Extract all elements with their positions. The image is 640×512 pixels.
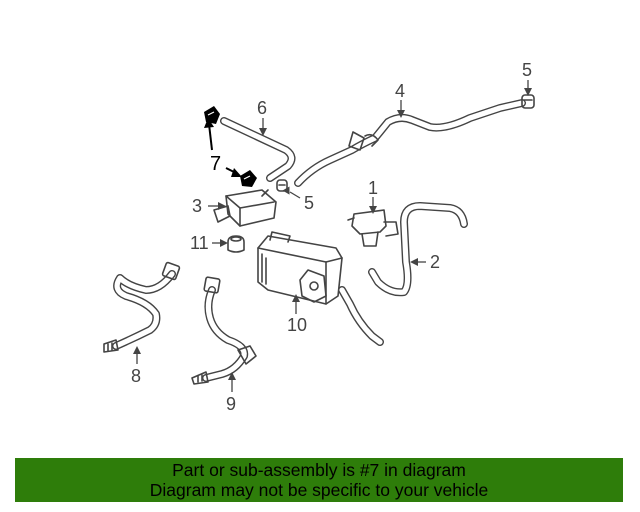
leader-4	[397, 100, 405, 118]
callout-10: 10	[287, 315, 307, 335]
part-4-hose	[294, 99, 526, 187]
leader-11	[212, 239, 228, 247]
leader-6	[259, 118, 267, 136]
callout-8: 8	[131, 366, 141, 386]
part-3-vsv	[213, 189, 277, 227]
callout-1: 1	[368, 178, 378, 198]
callout-7: 7	[210, 153, 221, 175]
banner-line-2: Diagram may not be specific to your vehi…	[149, 480, 489, 500]
callout-4: 4	[395, 81, 405, 101]
callout-5-lower: 5	[304, 193, 314, 213]
leader-2	[410, 258, 426, 266]
info-banner: Part or sub-assembly is #7 in diagram Di…	[15, 458, 623, 502]
leader-7-upper	[204, 118, 214, 151]
leader-9	[228, 372, 236, 392]
part-5-clamp-lower	[276, 179, 288, 192]
leader-3	[208, 202, 226, 210]
leader-5-upper	[524, 80, 532, 96]
callout-6: 6	[257, 98, 267, 118]
part-7-connector-upper	[204, 106, 220, 124]
part-1-valve	[347, 209, 399, 247]
callout-2: 2	[430, 252, 440, 272]
part-2-hose	[368, 202, 468, 297]
callout-11: 11	[190, 233, 209, 253]
leader-7-lower	[225, 167, 242, 177]
callout-5-upper: 5	[522, 60, 532, 80]
part-8-oxygen-sensor	[103, 261, 181, 353]
leader-1	[369, 197, 377, 214]
part-6-hose	[220, 117, 296, 182]
leader-5-lower	[282, 186, 301, 199]
leader-10	[292, 294, 300, 314]
part-7-connector-lower	[240, 170, 257, 187]
part-10-canister	[257, 231, 384, 346]
leader-8	[133, 346, 141, 364]
callout-9: 9	[226, 394, 236, 414]
part-11-grommet	[227, 235, 245, 253]
part-9-oxygen-sensor	[191, 276, 257, 385]
banner-line-1: Part or sub-assembly is #7 in diagram	[172, 460, 466, 480]
callout-3: 3	[192, 196, 202, 216]
